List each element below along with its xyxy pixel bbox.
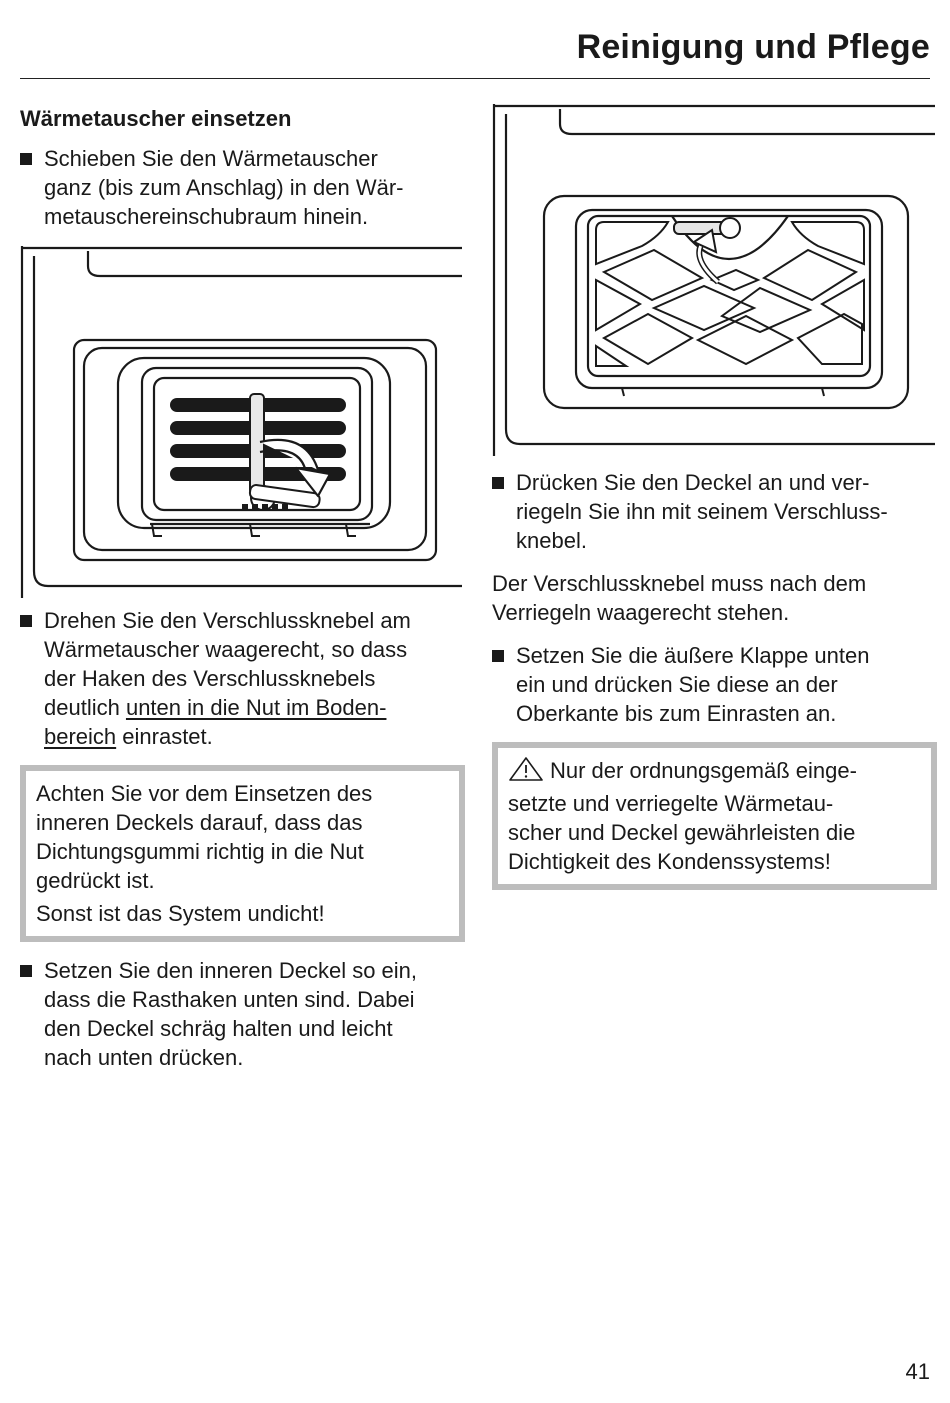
text-line: Oberkante bis zum Einrasten an.: [516, 701, 837, 726]
header-rule: [20, 78, 930, 79]
text-line: Der Verschlussknebel muss nach dem: [492, 571, 867, 596]
left-column-top: Wärmetauscher einsetzen Schieben Sie den…: [20, 104, 465, 231]
bullet-insert-heat-exchanger: Schieben Sie den Wärmetauscher ganz (bis…: [20, 144, 465, 231]
text-line: dass die Rasthaken unten sind. Dabei: [44, 987, 415, 1012]
warning-triangle-icon: [508, 756, 544, 789]
text-line: knebel.: [516, 528, 587, 553]
bullet-insert-inner-cover: Setzen Sie den inneren Deckel so ein, da…: [20, 956, 465, 1072]
text-underlined: unten in die Nut im Boden-: [125, 695, 387, 720]
text-plain: einrastet.: [116, 724, 213, 749]
text-underlined: bereich: [44, 724, 117, 749]
text-line: ganz (bis zum Anschlag) in den Wär-: [44, 175, 404, 200]
text-line: nach unten drücken.: [44, 1045, 244, 1070]
text-line: riegeln Sie ihn mit seinem Verschluss-: [516, 499, 888, 524]
paragraph-knob-horizontal: Der Verschlussknebel muss nach dem Verri…: [492, 569, 937, 627]
bullet-square-icon: [492, 650, 504, 662]
page-number: 41: [905, 1359, 930, 1384]
text-line: metauschereinschubraum hinein.: [44, 204, 369, 229]
right-column: Drücken Sie den Deckel an und ver- riege…: [492, 468, 937, 890]
text-line: Drücken Sie den Deckel an und ver-: [516, 470, 870, 495]
text-line: Sonst ist das System undicht!: [36, 901, 325, 926]
text-line: setzte und verriegelte Wärmetau-: [508, 791, 834, 816]
text-plain: deutlich: [44, 695, 126, 720]
note-box-seal: Achten Sie vor dem Einsetzen des inneren…: [20, 765, 465, 942]
text-line: Verriegeln waagerecht stehen.: [492, 600, 790, 625]
text-line: gedrückt ist.: [36, 868, 155, 893]
text-line: der Haken des Verschlussknebels: [44, 666, 376, 691]
bullet-square-icon: [20, 615, 32, 627]
left-column-middle: Drehen Sie den Verschlussknebel am Wärme…: [20, 606, 465, 1072]
heat-exchanger-illustration: [20, 246, 462, 598]
bullet-turn-knob: Drehen Sie den Verschlussknebel am Wärme…: [20, 606, 465, 751]
text-line: bereich einrastet.: [44, 722, 465, 751]
bullet-square-icon: [20, 965, 32, 977]
bullet-square-icon: [492, 477, 504, 489]
bullet-press-cover: Drücken Sie den Deckel an und ver- riege…: [492, 468, 937, 555]
text-line: Achten Sie vor dem Einsetzen des: [36, 781, 373, 806]
bullet-square-icon: [20, 153, 32, 165]
text-line: deutlich unten in die Nut im Boden-: [44, 693, 465, 722]
text-line: Schieben Sie den Wärmetauscher: [44, 146, 378, 171]
text-line: Wärmetauscher waagerecht, so dass: [44, 637, 408, 662]
text-line: Setzen Sie die äußere Klappe unten: [516, 643, 870, 668]
text-plain: Nur der ordnungsgemäß einge-: [550, 758, 857, 783]
text-line: Dichtigkeit des Kondenssystems!: [508, 849, 831, 874]
text-line: inneren Deckels darauf, dass das: [36, 810, 363, 835]
figure-heat-exchanger-knob: [20, 246, 462, 598]
text-line: ein und drücken Sie diese an der: [516, 672, 838, 697]
text-line: den Deckel schräg halten und leicht: [44, 1016, 393, 1041]
text-line: scher und Deckel gewährleisten die: [508, 820, 856, 845]
page-title: Reinigung und Pflege: [576, 28, 930, 66]
text-line: Setzen Sie den inneren Deckel so ein,: [44, 958, 418, 983]
warning-box: Nur der ordnungsgemäß einge- setzte und …: [492, 742, 937, 890]
section-heading: Wärmetauscher einsetzen: [20, 106, 292, 131]
text-line: Drehen Sie den Verschlussknebel am: [44, 608, 411, 633]
text-line: Dichtungsgummi richtig in die Nut: [36, 839, 364, 864]
bullet-outer-flap: Setzen Sie die äußere Klappe unten ein u…: [492, 641, 937, 728]
figure-cover-lattice: [492, 104, 935, 456]
cover-lattice-illustration: [492, 104, 935, 456]
text-line: Nur der ordnungsgemäß einge-: [508, 756, 921, 789]
